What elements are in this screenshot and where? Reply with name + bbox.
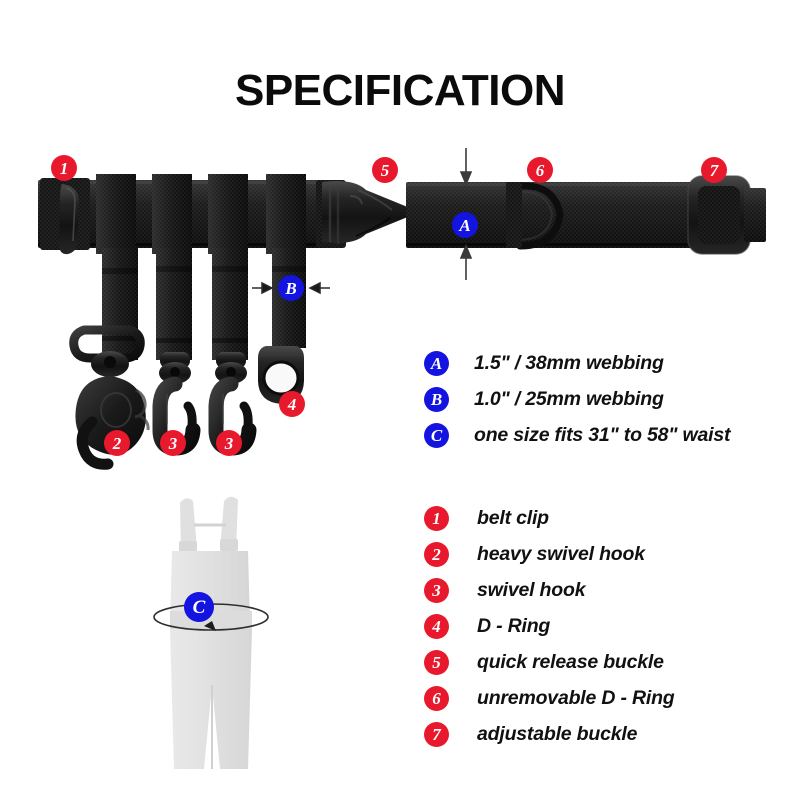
photo-marker-c-waist: C: [184, 592, 214, 622]
hanging-strap-4: [266, 174, 306, 348]
unremovable-d-ring: [506, 182, 564, 250]
photo-marker-1-belt-clip: 1: [51, 155, 77, 181]
legend-label-6: unremovable D - Ring: [477, 686, 675, 709]
legend-label-7: adjustable buckle: [477, 722, 638, 745]
legend-badge-3: 3: [424, 577, 449, 603]
belt-clip-hardware: [40, 178, 90, 255]
legend-badge-6: 6: [424, 685, 449, 711]
photo-marker-7-adjustable-buckle: 7: [701, 157, 727, 183]
photo-marker-5-quick-release-buckle: 5: [372, 157, 398, 183]
legend-badge-1: 1: [424, 505, 449, 531]
legend-label-3: swivel hook: [477, 578, 586, 601]
legend-label-1: belt clip: [477, 506, 549, 529]
legend-item-b: B 1.0" / 25mm webbing: [424, 381, 784, 417]
letter-legend: A 1.5" / 38mm webbing B 1.0" / 25mm webb…: [424, 345, 784, 453]
legend-label-4: D - Ring: [477, 614, 551, 637]
legend-item-c: C one size fits 31" to 58" waist: [424, 417, 784, 453]
photo-marker-3-swivel-hook-right: 3: [216, 430, 242, 456]
legend-item-1: 1 belt clip: [424, 500, 784, 536]
photo-marker-2-heavy-swivel-hook: 2: [104, 430, 130, 456]
legend-item-2: 2 heavy swivel hook: [424, 536, 784, 572]
legend-item-5: 5 quick release buckle: [424, 644, 784, 680]
hanging-strap-3: [208, 174, 248, 360]
photo-marker-6-unremovable-d-ring: 6: [527, 157, 553, 183]
legend-item-6: 6 unremovable D - Ring: [424, 680, 784, 716]
legend-item-3: 3 swivel hook: [424, 572, 784, 608]
hanging-strap-2: [152, 174, 192, 360]
legend-badge-a: A: [424, 350, 449, 376]
quick-release-buckle: [316, 180, 414, 248]
dimension-arrow-b: [252, 281, 330, 295]
photo-marker-a-main-webbing: A: [452, 212, 478, 238]
legend-label-c: one size fits 31" to 58" waist: [474, 423, 731, 446]
belt-product-photo: [0, 140, 800, 470]
overalls-illustration: [120, 485, 340, 785]
heavy-swivel-hook: [69, 325, 150, 470]
legend-label-2: heavy swivel hook: [477, 542, 645, 565]
legend-badge-2: 2: [424, 541, 449, 567]
legend-badge-5: 5: [424, 649, 449, 675]
legend-item-a: A 1.5" / 38mm webbing: [424, 345, 784, 381]
legend-label-5: quick release buckle: [477, 650, 664, 673]
legend-badge-b: B: [424, 386, 449, 412]
legend-item-4: 4 D - Ring: [424, 608, 784, 644]
page-title: SPECIFICATION: [234, 66, 566, 115]
d-ring-hardware: [258, 346, 304, 404]
legend-badge-4: 4: [424, 613, 449, 639]
number-legend: 1 belt clip 2 heavy swivel hook 3 swivel…: [424, 500, 784, 752]
hanging-strap-1: [96, 174, 138, 360]
legend-badge-7: 7: [424, 721, 449, 747]
photo-marker-3-swivel-hook-left: 3: [160, 430, 186, 456]
legend-badge-c: C: [424, 422, 449, 448]
legend-item-7: 7 adjustable buckle: [424, 716, 784, 752]
legend-label-b: 1.0" / 25mm webbing: [474, 387, 664, 410]
adjustable-buckle: [687, 175, 766, 255]
photo-marker-b-strap-webbing: B: [278, 275, 304, 301]
legend-label-a: 1.5" / 38mm webbing: [474, 351, 664, 374]
dimension-arrow-a: [459, 148, 473, 280]
photo-marker-4-d-ring: 4: [279, 391, 305, 417]
